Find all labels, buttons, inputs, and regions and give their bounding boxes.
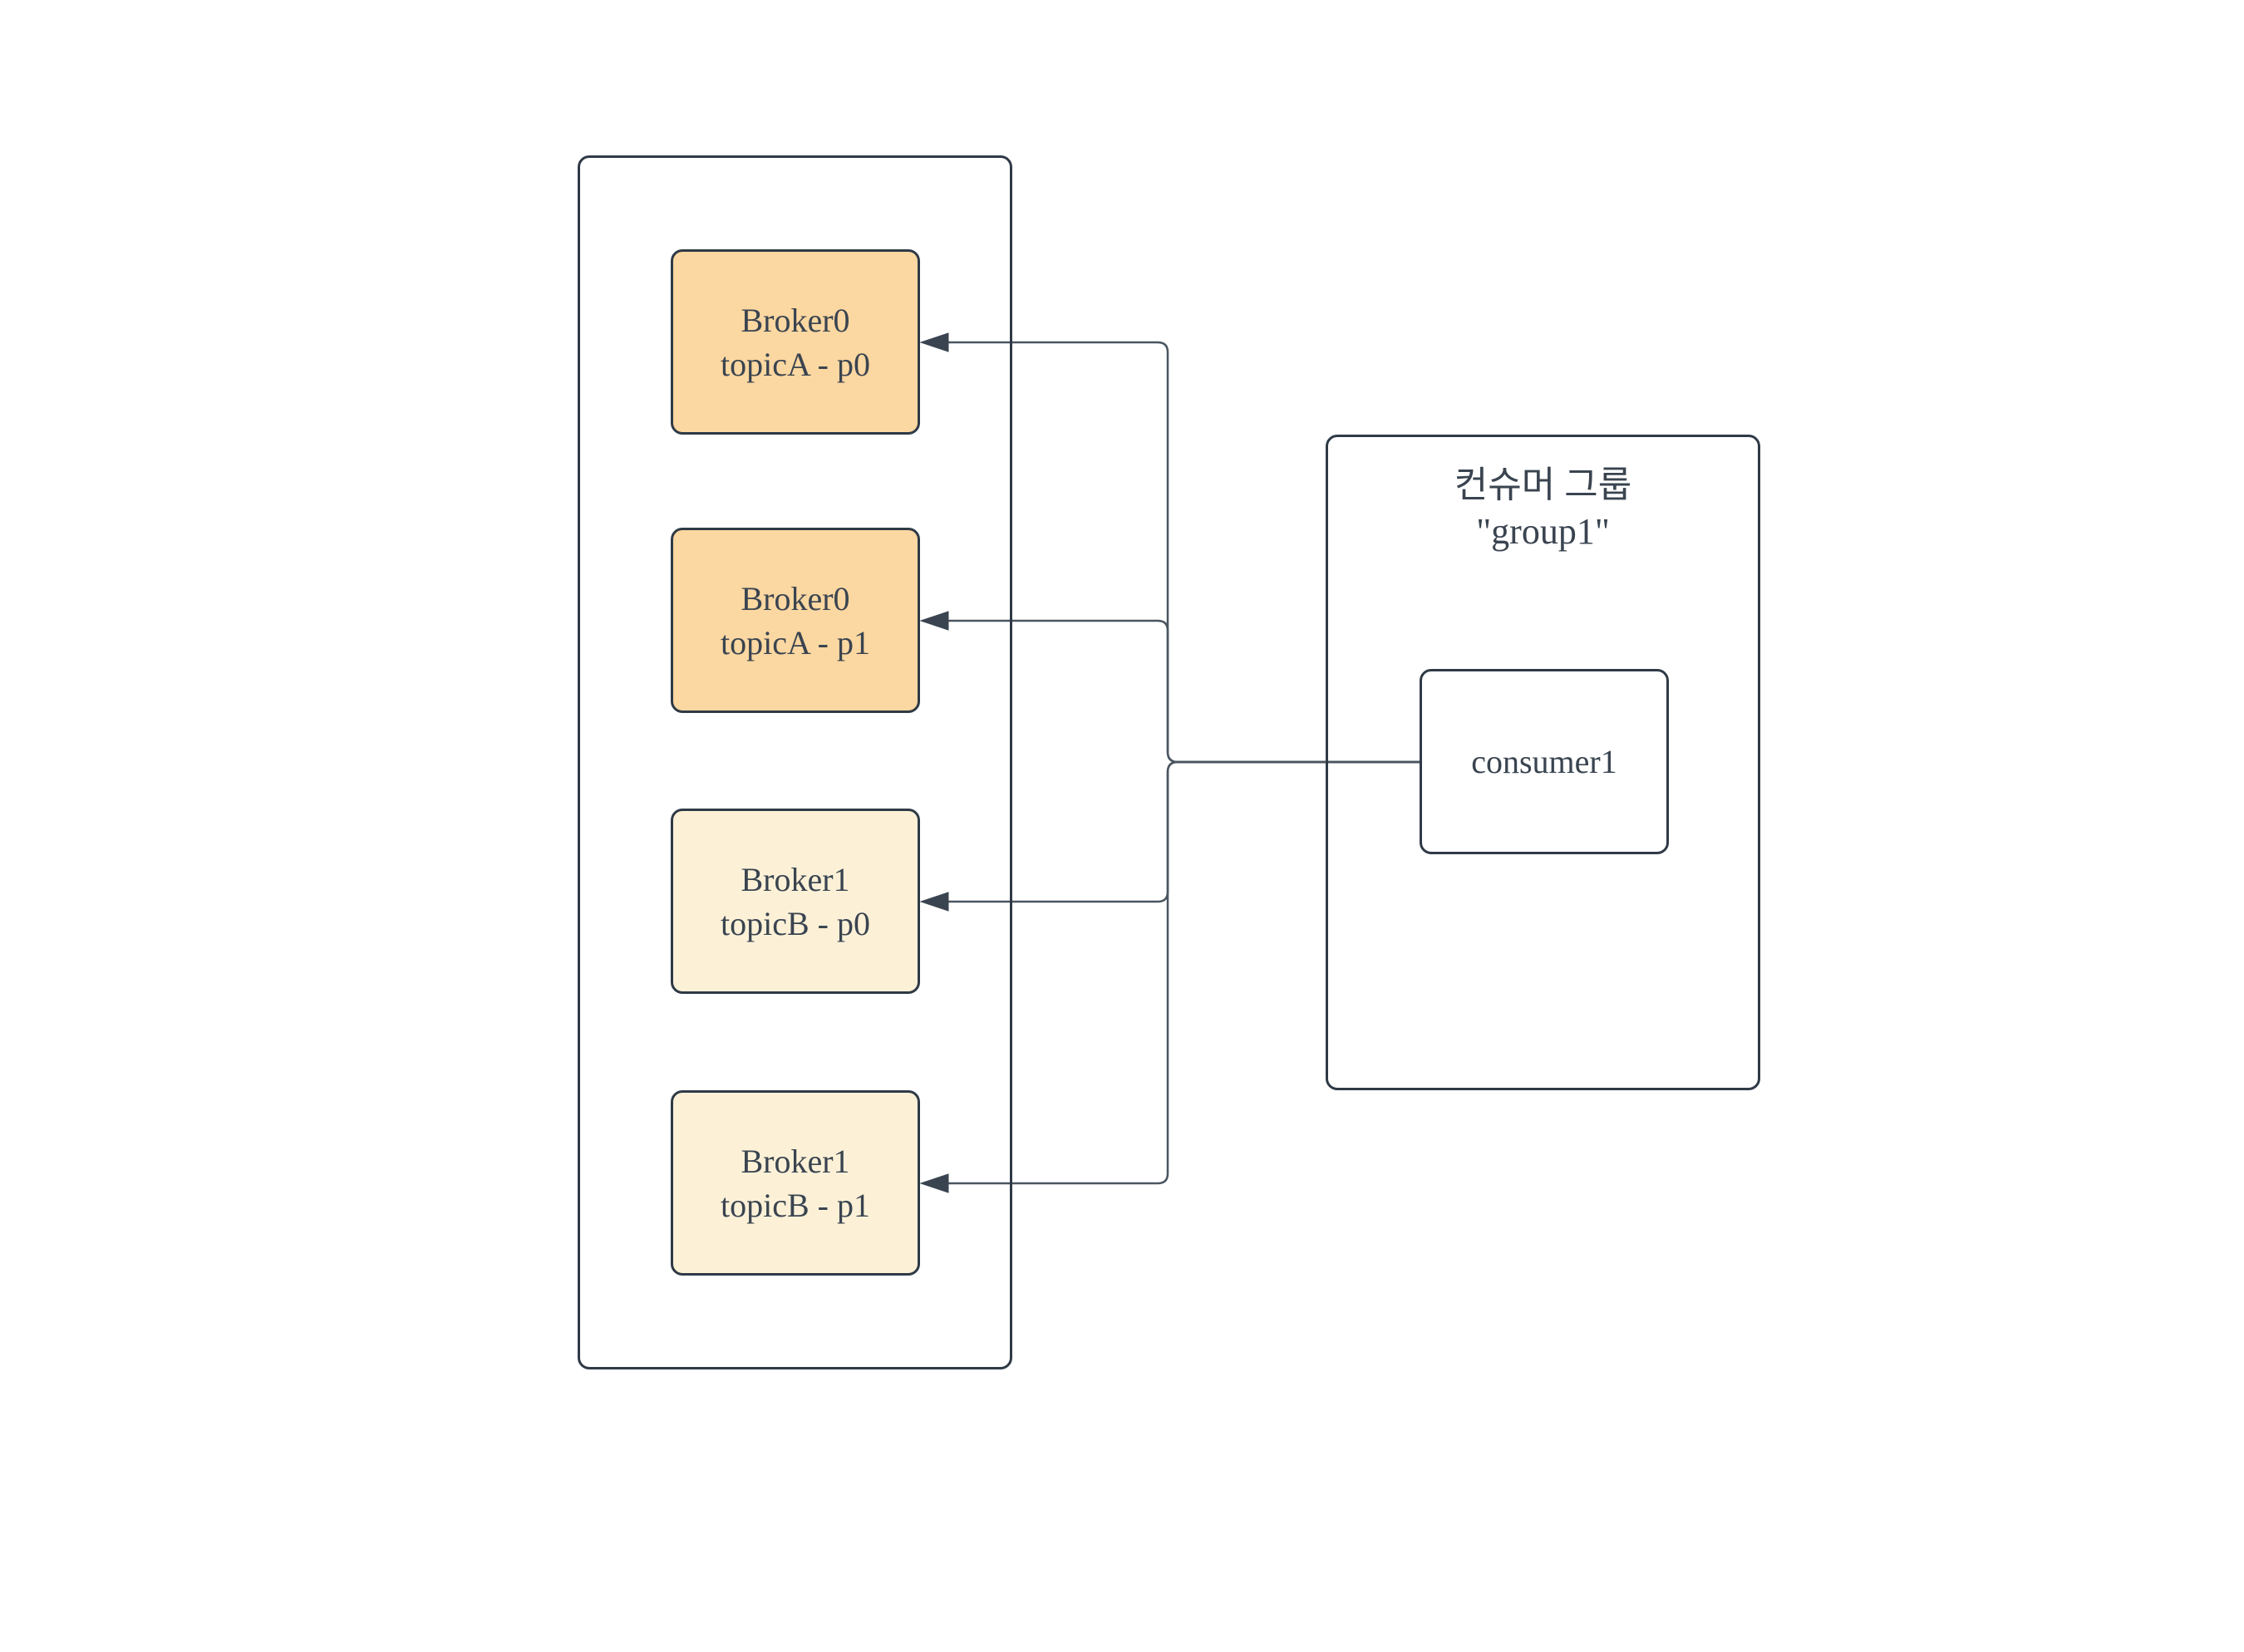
broker-label-line2: topicA - p0 xyxy=(721,345,870,383)
arrowhead-broker1-topicB-p1 xyxy=(919,1173,949,1193)
broker-label-line2: topicB - p0 xyxy=(721,904,870,942)
broker-label-line1: Broker0 xyxy=(741,301,850,339)
edge-consumer1-to-broker1-topicB-p1 xyxy=(947,760,1420,1185)
broker-label-line2: topicA - p1 xyxy=(721,623,870,661)
node-broker1-topicB-p0: Broker1 topicB - p0 xyxy=(671,809,920,994)
arrowhead-broker0-topicA-p0 xyxy=(919,332,949,352)
broker-cluster-container xyxy=(578,155,1012,1369)
node-consumer1: consumer1 xyxy=(1420,669,1669,854)
node-broker1-topicB-p1: Broker1 topicB - p1 xyxy=(671,1090,920,1276)
arrowhead-broker1-topicB-p0 xyxy=(919,892,949,912)
broker-label-line1: Broker1 xyxy=(741,860,850,898)
node-broker0-topicA-p1: Broker0 topicA - p1 xyxy=(671,528,920,713)
consumer-group-container: 컨슈머 그룹 "group1" consumer1 xyxy=(1326,435,1760,1090)
broker-label-line1: Broker1 xyxy=(741,1142,850,1180)
consumer-group-title-line1: 컨슈머 그룹 xyxy=(1454,465,1632,505)
broker-label-line2: topicB - p1 xyxy=(721,1186,870,1224)
consumer-group-title-line2: "group1" xyxy=(1476,511,1610,552)
consumer-group-title: 컨슈머 그룹 "group1" xyxy=(1328,462,1758,555)
broker-label-line1: Broker0 xyxy=(741,579,850,617)
consumer-label: consumer1 xyxy=(1471,743,1617,780)
arrowhead-broker0-topicA-p1 xyxy=(919,611,949,631)
node-broker0-topicA-p0: Broker0 topicA - p0 xyxy=(671,249,920,435)
